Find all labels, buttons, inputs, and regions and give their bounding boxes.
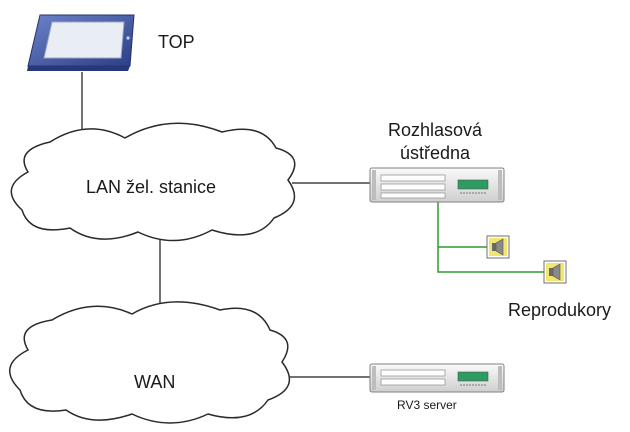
speaker-icon	[543, 260, 567, 284]
broadcast-unit-label-line2: ústředna	[399, 143, 471, 163]
speaker-bus	[437, 202, 544, 273]
rack-server-icon	[369, 167, 505, 203]
rack-server-icon	[369, 363, 505, 393]
broadcast-unit-label: Rozhlasová ústředna	[365, 120, 505, 163]
lan-label: LAN žel. stanice	[86, 177, 217, 197]
touch-panel-icon	[27, 14, 135, 71]
wan-cloud-icon	[9, 301, 291, 424]
speakers-label: Reprodukory	[508, 300, 612, 320]
broadcast-unit-label-line1: Rozhlasová	[387, 120, 483, 140]
speaker-icon	[486, 235, 510, 259]
lan-cloud-icon	[10, 122, 296, 242]
rv3-server-label: RV3 server	[397, 398, 457, 412]
top-label: TOP	[158, 32, 195, 52]
wan-label: WAN	[134, 372, 176, 392]
